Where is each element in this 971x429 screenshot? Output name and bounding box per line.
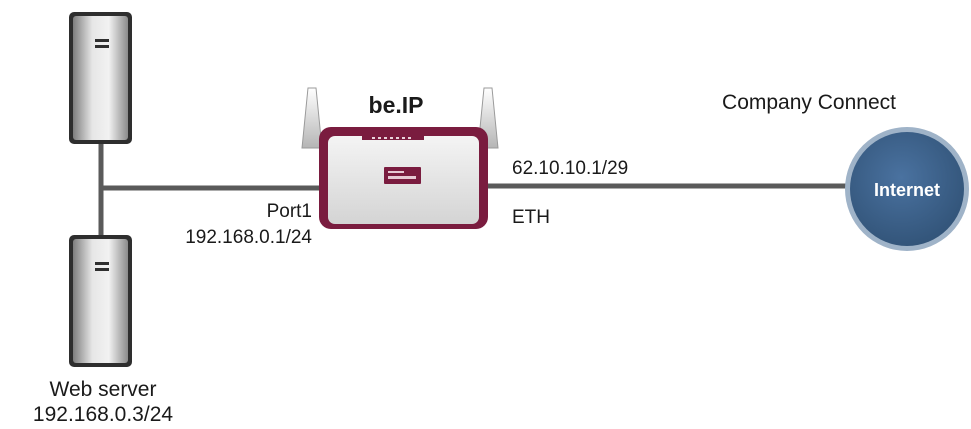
- router-leds: [372, 137, 411, 139]
- internet-label: Internet: [874, 180, 940, 200]
- router-logo-plate: [384, 167, 421, 184]
- web-server-icon: [69, 235, 132, 367]
- web-server-name-label: Web server: [50, 378, 157, 401]
- router-icon: [301, 87, 499, 229]
- provider-label: Company Connect: [722, 91, 896, 114]
- wan-port-label: ETH: [512, 207, 550, 228]
- router-name-label: be.IP: [369, 92, 424, 118]
- wan-ip-label: 62.10.10.1/29: [512, 158, 628, 179]
- lan-port-label: Port1: [267, 201, 312, 222]
- web-server-ip-label: 192.168.0.3/24: [33, 403, 173, 426]
- network-links: [98, 140, 856, 240]
- lan-ip-label: 192.168.0.1/24: [185, 227, 312, 248]
- server-icon: [69, 12, 132, 144]
- internet-icon: [845, 127, 969, 251]
